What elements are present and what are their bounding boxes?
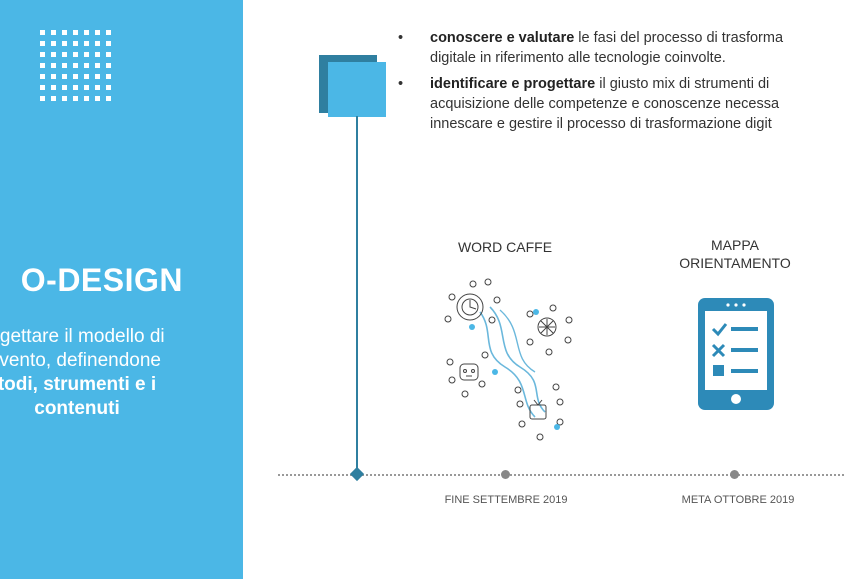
description-line: rvento, definendone: [0, 350, 161, 371]
bullet-text: digitale in riferimento alle tecnologie …: [430, 50, 726, 66]
list-item: • conoscere e valutare le fasi del proce…: [398, 28, 845, 68]
bullet-bold-text: conoscere e valutare: [430, 30, 575, 46]
bullet-text: acquisizione delle competenze e conoscen…: [430, 96, 780, 112]
bullet-bold-text: identificare e progettare: [430, 76, 596, 92]
decorative-square-light: [328, 62, 386, 117]
timeline-date: FINE SETTEMBRE 2019: [444, 494, 568, 506]
description-line: ogettare il modello di: [0, 326, 165, 347]
objectives-list: • conoscere e valutare le fasi del proce…: [398, 28, 845, 140]
bullet-text: innescare e gestire il processo di trasf…: [430, 116, 772, 132]
bullet-icon: •: [398, 76, 404, 92]
tablet-checklist-icon: [698, 298, 774, 410]
label-line: MAPPA: [711, 237, 759, 253]
mappa-orientamento-label: MAPPA ORIENTAMENTO: [655, 236, 815, 272]
timeline-line: [278, 474, 845, 476]
vertical-connector-line: [356, 116, 358, 474]
bullet-icon: •: [398, 30, 404, 46]
section-description: ogettare il modello di rvento, definendo…: [0, 325, 227, 421]
timeline-dot: [730, 470, 739, 479]
list-item: • identificare e progettare il giusto mi…: [398, 74, 845, 134]
timeline-date: META OTTOBRE 2019: [681, 494, 795, 506]
word-caffe-illustration-icon: [444, 278, 573, 441]
bullet-text: il giusto mix di strumenti di: [595, 76, 770, 92]
left-panel: O-DESIGN ogettare il modello di rvento, …: [0, 0, 243, 579]
section-title: O-DESIGN: [20, 262, 183, 298]
label-line: ORIENTAMENTO: [679, 255, 791, 271]
timeline-start-marker: [349, 466, 365, 482]
word-caffe-label: WORD CAFFE: [457, 239, 553, 255]
description-line-bold: contenuti: [34, 398, 120, 419]
dot-grid-decoration: [40, 30, 111, 101]
description-line-bold: todi, strumenti e i: [0, 374, 157, 395]
bullet-text: le fasi del processo di trasforma: [574, 30, 784, 46]
timeline-dot: [501, 470, 510, 479]
